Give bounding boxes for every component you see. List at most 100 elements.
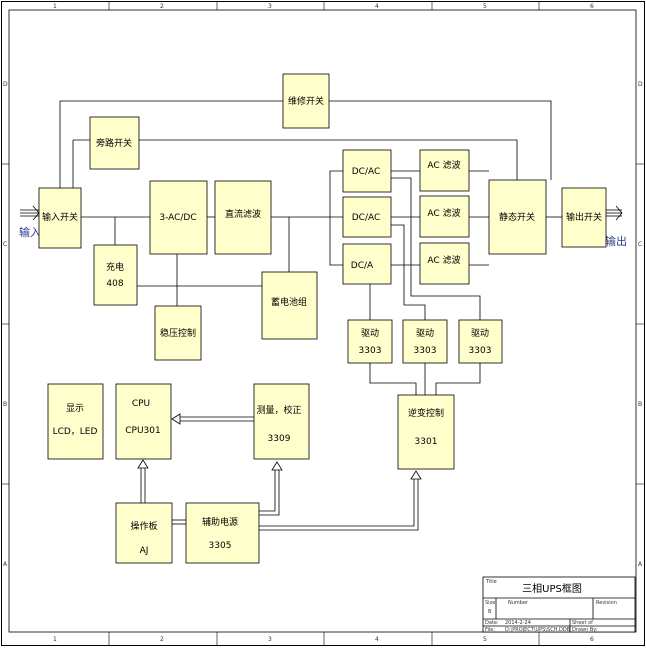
zone-col-6-bottom: 6: [590, 636, 594, 643]
charger-label-line1: 充电: [106, 261, 124, 273]
zone-col-1-top: 1: [53, 3, 57, 10]
zone-col-2-bottom: 2: [160, 636, 164, 643]
battery-pack-label: 蓄电池组: [271, 296, 307, 308]
cpu-label-line1: CPU: [132, 399, 150, 409]
dc-filter-block: [214, 180, 272, 255]
title-block: [482, 576, 636, 633]
output-switch-block: [561, 187, 607, 248]
zone-row-a-left: A: [3, 561, 8, 568]
operation-panel-label-line1: 操作板: [130, 520, 157, 532]
input-switch-block: [38, 187, 82, 249]
measurement-block: [253, 383, 310, 460]
sheet-caption: Sheet of: [572, 620, 593, 626]
display-block: [47, 383, 104, 460]
inverter-2-block: [342, 196, 392, 238]
measurement-label-line1: 测量，校正: [256, 404, 301, 416]
zone-col-5-bottom: 5: [483, 636, 487, 643]
drawn-caption: Drawn By:: [572, 627, 598, 633]
zone-col-4-bottom: 4: [375, 636, 379, 643]
date-value: 2014-2-24: [505, 620, 531, 626]
driver-3-label-line1: 驱动: [471, 328, 489, 339]
voltage-control-label: 稳压控制: [160, 327, 196, 339]
static-switch-label: 静态开关: [499, 211, 535, 223]
zone-row-b-right: B: [638, 401, 642, 408]
inverter-control-label-line1: 逆变控制: [408, 407, 444, 419]
ac-filter-1-block: [419, 149, 470, 192]
bypass-switch-label: 旁路开关: [96, 137, 132, 149]
rectifier-block: [149, 180, 208, 255]
dc-filter-label: 直流滤波: [225, 208, 261, 220]
operation-panel-block: [115, 502, 173, 564]
driver-3-label-line2: 3303: [469, 346, 492, 356]
maintenance-switch-label: 维修开关: [288, 95, 324, 107]
charger-label-line2: 408: [106, 279, 123, 289]
zone-col-6-top: 6: [590, 3, 594, 10]
driver-1-block: [347, 319, 393, 364]
bypass-switch-block: [89, 116, 140, 170]
display-label-line2: LCD，LED: [53, 427, 98, 437]
size-caption: Size: [485, 600, 495, 606]
date-caption: Date:: [485, 620, 499, 626]
zone-col-1-bottom: 1: [53, 636, 57, 643]
ac-filter-1-label: AC 滤波: [427, 159, 460, 171]
signal-arrows: [137, 413, 422, 531]
measurement-label-line2: 3309: [268, 434, 291, 444]
zone-col-5-top: 5: [483, 3, 487, 10]
operation-panel-label-line2: AJ: [140, 546, 149, 556]
driver-2-label-line1: 驱动: [416, 328, 434, 339]
file-caption: File:: [485, 627, 495, 633]
title-caption: Title: [485, 579, 497, 585]
revision-caption: Revision: [596, 600, 617, 606]
inverter-1-label: DC/AC: [352, 167, 381, 177]
zone-row-d-left: D: [3, 81, 8, 88]
static-switch-block: [488, 179, 547, 255]
inverter-control-block: [397, 394, 455, 470]
inverter-control-label-line2: 3301: [415, 437, 438, 447]
aux-power-label-line1: 辅助电源: [202, 516, 238, 528]
connection-lines: [59, 100, 562, 395]
driver-2-label-line2: 3303: [414, 346, 437, 356]
size-value: B: [488, 609, 492, 615]
ac-filter-2-label: AC 滤波: [427, 207, 460, 219]
aux-power-block: [185, 502, 260, 564]
diagram-title: 三相UPS框图: [522, 582, 582, 595]
battery-pack-block: [261, 271, 318, 340]
zone-row-c-left: C: [3, 241, 7, 248]
charger-block: [93, 244, 138, 306]
driver-2-block: [402, 319, 448, 364]
number-caption: Number: [508, 600, 529, 606]
sheet-inner-border: [8, 9, 637, 633]
inverter-3-label: DC/A: [351, 261, 374, 271]
inverter-3-block: [342, 243, 392, 285]
maintenance-switch-block: [282, 73, 330, 129]
input-label: 输入: [19, 225, 41, 239]
driver-1-label-line1: 驱动: [361, 328, 379, 339]
input-switch-label: 输入开关: [42, 211, 78, 223]
driver-3-block: [458, 319, 503, 364]
cpu-block: [115, 383, 172, 460]
voltage-control-block: [154, 305, 202, 361]
driver-1-label-line2: 3303: [359, 346, 382, 356]
display-label-line1: 显示: [66, 403, 84, 414]
inverter-1-block: [342, 149, 392, 193]
ac-filter-3-label: AC 滤波: [427, 254, 460, 266]
output-label: 输出: [605, 234, 627, 248]
zone-row-b-left: B: [3, 401, 7, 408]
rectifier-label: 3-AC/DC: [159, 213, 196, 223]
zone-row-a-right: A: [638, 561, 643, 568]
inverter-2-label: DC/AC: [352, 213, 381, 223]
aux-power-label-line2: 3305: [209, 541, 232, 551]
cpu-label-line2: CPU301: [125, 426, 160, 436]
zone-col-2-top: 2: [160, 3, 164, 10]
output-switch-label: 输出开关: [566, 211, 602, 223]
output-terminal: [606, 205, 623, 221]
file-value: D:\PROJECT\UPS\SCH.DDB: [505, 627, 571, 633]
input-terminal: [20, 205, 40, 221]
ac-filter-3-block: [419, 242, 470, 285]
zone-col-3-top: 3: [268, 3, 272, 10]
ac-filter-2-block: [419, 195, 470, 238]
zone-col-4-top: 4: [375, 3, 379, 10]
